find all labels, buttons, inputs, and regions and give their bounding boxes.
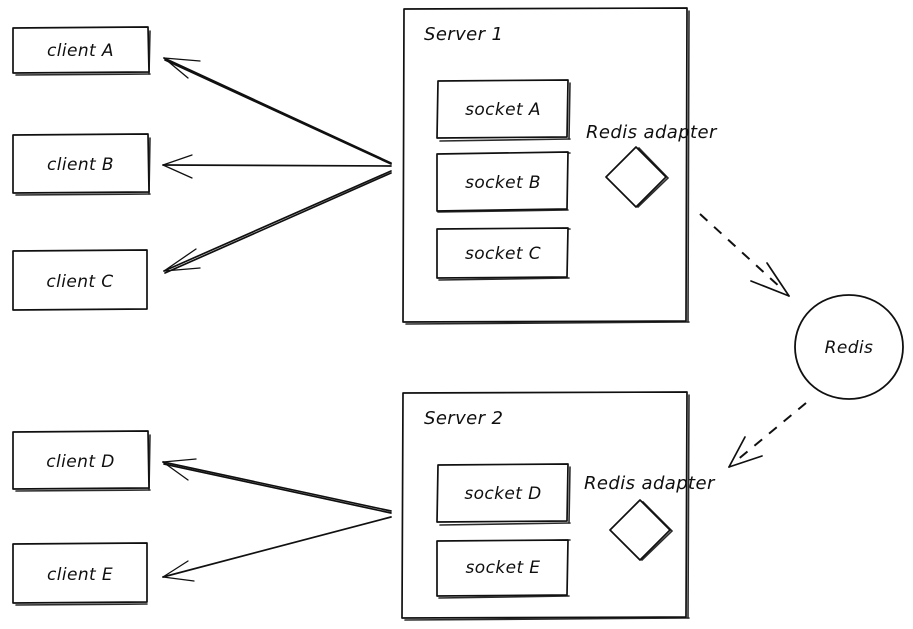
arrow-line [163,170,392,272]
dashed-line [735,402,807,462]
client-d-box [12,430,150,490]
redis-dashed-arrows [699,213,807,468]
arrowhead-lower [750,280,790,297]
server-1-shadow-right [687,10,690,323]
arrowhead-upper [163,248,197,272]
client-a-box [12,26,150,74]
arrowhead-upper [728,436,746,468]
client-a-shadow [15,73,151,76]
client-e-label: client E [47,565,113,585]
server-1-redis-adapter[interactable]: Redis adapter [586,122,718,209]
arrow-server1-adapter-to-redis [699,213,790,297]
arrow-line-dup [164,59,392,165]
arrow-server1-to-client-c [163,170,392,274]
arrowhead-upper [766,262,790,297]
socket-d-label: socket D [464,484,541,504]
client-b[interactable]: client B [12,133,151,196]
server-1[interactable]: Server 1 socket A socket B socket C [402,7,718,325]
client-b-label: client B [47,155,114,175]
socket-a-label: socket A [465,100,541,120]
server-2-adapter-diamond [609,499,671,561]
client-c-box [12,249,148,311]
socket-c-label: socket C [465,244,541,264]
client-a[interactable]: client A [12,26,151,76]
arrowhead-lower [162,164,193,179]
arrow-redis-to-server2-adapter [728,402,807,468]
server-2-label: Server 2 [424,408,503,429]
socket-e-label: socket E [466,558,541,578]
arrowhead-lower [162,461,189,481]
server-1-label: Server 1 [424,24,503,45]
client-b-box [12,133,150,194]
socket-c-shadow-bottom [438,277,570,281]
arrowhead-lower [163,267,201,272]
socket-b[interactable]: socket B [436,151,571,213]
socket-e-shadow-bottom [438,595,570,599]
server-2[interactable]: Server 2 socket D socket E Redis adapter [401,391,716,621]
client-b-shadow [15,193,151,196]
socket-a-shadow-right [568,82,571,140]
server-2-to-clients-arrows [162,458,392,582]
server-2-adapter-label: Redis adapter [584,473,716,494]
client-e[interactable]: client E [12,542,148,606]
redis-label: Redis [825,338,874,358]
socket-e-box [436,539,569,597]
arrow-line [162,461,392,512]
socket-a[interactable]: socket A [436,79,571,142]
socket-c[interactable]: socket C [436,227,571,281]
client-nodes: client A client B client C client D [12,26,151,606]
socket-b-label: socket B [465,173,541,193]
socket-a-shadow [439,138,571,142]
server-1-adapter-label: Redis adapter [586,122,718,143]
arrow-server2-to-client-d [162,458,392,514]
arrowhead-upper [162,154,193,166]
server-2-shadow-right [687,394,690,619]
arrowhead-lower [162,576,195,582]
client-c-label: client C [46,272,113,292]
socket-b-box [436,151,569,212]
server-1-to-clients-arrows [162,57,392,274]
arrow-line-dup [164,172,392,274]
redis-circle [794,294,904,400]
client-d[interactable]: client D [12,430,151,492]
arrowhead-upper [162,560,189,578]
arrow-server2-to-client-e [162,516,392,582]
arrow-line [163,57,392,164]
arrowhead-lower [728,455,763,468]
client-c[interactable]: client C [12,249,148,311]
socket-d-box [436,463,569,523]
arrow-line [162,516,392,578]
server-2-shadow-bottom [404,617,690,621]
socket-c-box [436,227,569,279]
arrow-line-dup [163,463,392,514]
server-2-redis-adapter[interactable]: Redis adapter [584,473,716,562]
socket-d-shadow-right [568,466,571,524]
client-e-box [12,542,148,604]
server-1-adapter-diamond [605,146,667,208]
arrow-line [162,164,392,167]
socket-d-shadow [439,522,571,526]
socket-b-shadow-bottom [437,209,569,213]
arrow-server1-to-client-a [163,57,392,165]
socket-a-box [436,79,569,139]
dashed-line [699,213,782,289]
client-e-shadow-bottom [15,603,148,606]
socket-d[interactable]: socket D [436,463,571,526]
server-1-shadow-bottom [405,321,690,325]
arrowhead-upper [163,57,201,62]
socket-e[interactable]: socket E [436,539,571,599]
client-d-shadow [15,489,151,492]
arrowhead-upper [162,458,197,463]
arrowhead-lower [163,57,189,79]
client-a-label: client A [47,41,114,61]
redis-node[interactable]: Redis [794,294,904,400]
client-d-label: client D [46,452,114,472]
arrow-server1-to-client-b [162,154,392,179]
